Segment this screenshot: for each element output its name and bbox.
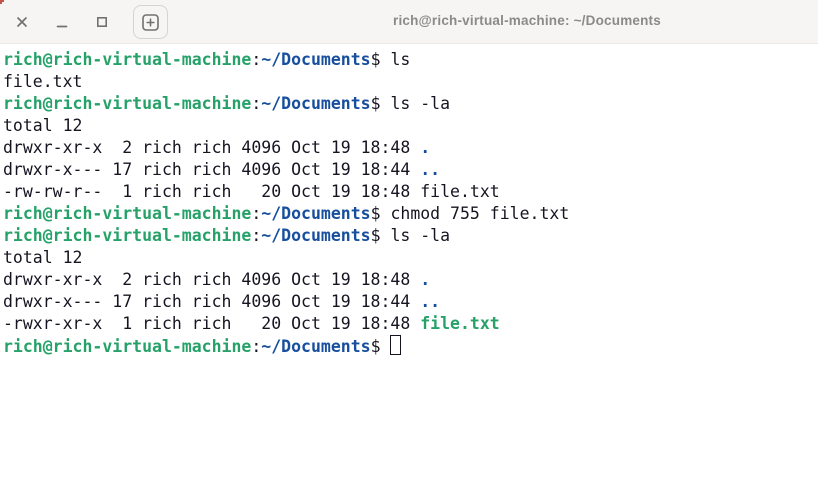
screen-artifact [0, 2, 2, 4]
terminal-text-segment: rich@rich-virtual-machine [3, 94, 252, 113]
terminal-text-segment: : [251, 204, 262, 223]
terminal-line: total 12 [3, 247, 818, 269]
minimize-button[interactable] [51, 11, 73, 33]
terminal-text-segment: ~/Documents [261, 94, 371, 113]
terminal-line: drwxr-xr-x 2 rich rich 4096 Oct 19 18:48… [3, 137, 818, 159]
terminal-line: rich@rich-virtual-machine:~/Documents$ [3, 335, 818, 357]
terminal-line: rich@rich-virtual-machine:~/Documents$ l… [3, 49, 818, 71]
terminal-text-segment: .. [420, 292, 441, 311]
terminal-text-segment: ~/Documents [261, 50, 371, 69]
terminal-text-segment: rich@rich-virtual-machine [3, 204, 252, 223]
new-tab-button[interactable] [133, 5, 168, 39]
terminal-text-segment: : [251, 94, 262, 113]
close-icon [16, 16, 28, 28]
terminal-line: -rw-rw-r-- 1 rich rich 20 Oct 19 18:48 f… [3, 181, 818, 203]
terminal-screen[interactable]: rich@rich-virtual-machine:~/Documents$ l… [0, 44, 818, 357]
terminal-text-segment: drwxr-x--- 17 rich rich 4096 Oct 19 18:4… [3, 292, 421, 311]
terminal-line: rich@rich-virtual-machine:~/Documents$ c… [3, 203, 818, 225]
terminal-text-segment: . [420, 138, 431, 157]
new-tab-icon [142, 13, 159, 31]
terminal-text-segment: $ [370, 337, 391, 356]
terminal-text-segment: $ chmod 755 file.txt [370, 204, 570, 223]
terminal-text-segment: ~/Documents [261, 204, 371, 223]
terminal-text-segment: rich@rich-virtual-machine [3, 226, 252, 245]
terminal-text-segment: .. [420, 160, 441, 179]
terminal-text-segment: . [420, 270, 431, 289]
terminal-text-segment: -rw-rw-r-- 1 rich rich 20 Oct 19 18:48 f… [3, 182, 500, 201]
terminal-text-segment: $ ls -la [370, 226, 451, 245]
terminal-text-segment: : [251, 226, 262, 245]
terminal-line: file.txt [3, 71, 818, 93]
terminal-text-segment: drwxr-xr-x 2 rich rich 4096 Oct 19 18:48 [3, 270, 421, 289]
terminal-cursor [390, 335, 402, 355]
terminal-output: rich@rich-virtual-machine:~/Documents$ l… [3, 49, 818, 357]
terminal-text-segment: ~/Documents [261, 337, 371, 356]
terminal-text-segment: file.txt [420, 314, 500, 333]
maximize-button[interactable] [91, 11, 113, 33]
terminal-text-segment: total 12 [3, 248, 83, 267]
terminal-text-segment: rich@rich-virtual-machine [3, 50, 252, 69]
close-button[interactable] [11, 11, 33, 33]
terminal-text-segment: -rwxr-xr-x 1 rich rich 20 Oct 19 18:48 [3, 314, 421, 333]
terminal-text-segment: $ ls -la [370, 94, 451, 113]
terminal-text-segment: total 12 [3, 116, 83, 135]
terminal-text-segment: file.txt [3, 72, 83, 91]
terminal-text-segment: : [251, 50, 262, 69]
terminal-text-segment: : [251, 337, 262, 356]
terminal-line: total 12 [3, 115, 818, 137]
screen-artifact [0, 0, 4, 2]
maximize-icon [96, 16, 108, 28]
terminal-text-segment: drwxr-xr-x 2 rich rich 4096 Oct 19 18:48 [3, 138, 421, 157]
terminal-line: -rwxr-xr-x 1 rich rich 20 Oct 19 18:48 f… [3, 313, 818, 335]
terminal-line: drwxr-x--- 17 rich rich 4096 Oct 19 18:4… [3, 291, 818, 313]
terminal-text-segment: ~/Documents [261, 226, 371, 245]
window-title: rich@rich-virtual-machine: ~/Documents [393, 13, 661, 28]
terminal-line: drwxr-xr-x 2 rich rich 4096 Oct 19 18:48… [3, 269, 818, 291]
terminal-text-segment: drwxr-x--- 17 rich rich 4096 Oct 19 18:4… [3, 160, 421, 179]
terminal-line: drwxr-x--- 17 rich rich 4096 Oct 19 18:4… [3, 159, 818, 181]
titlebar[interactable]: rich@rich-virtual-machine: ~/Documents [0, 0, 818, 44]
terminal-text-segment: rich@rich-virtual-machine [3, 337, 252, 356]
minimize-icon [56, 16, 68, 28]
terminal-line: rich@rich-virtual-machine:~/Documents$ l… [3, 93, 818, 115]
terminal-line: rich@rich-virtual-machine:~/Documents$ l… [3, 225, 818, 247]
terminal-text-segment: $ ls [370, 50, 411, 69]
